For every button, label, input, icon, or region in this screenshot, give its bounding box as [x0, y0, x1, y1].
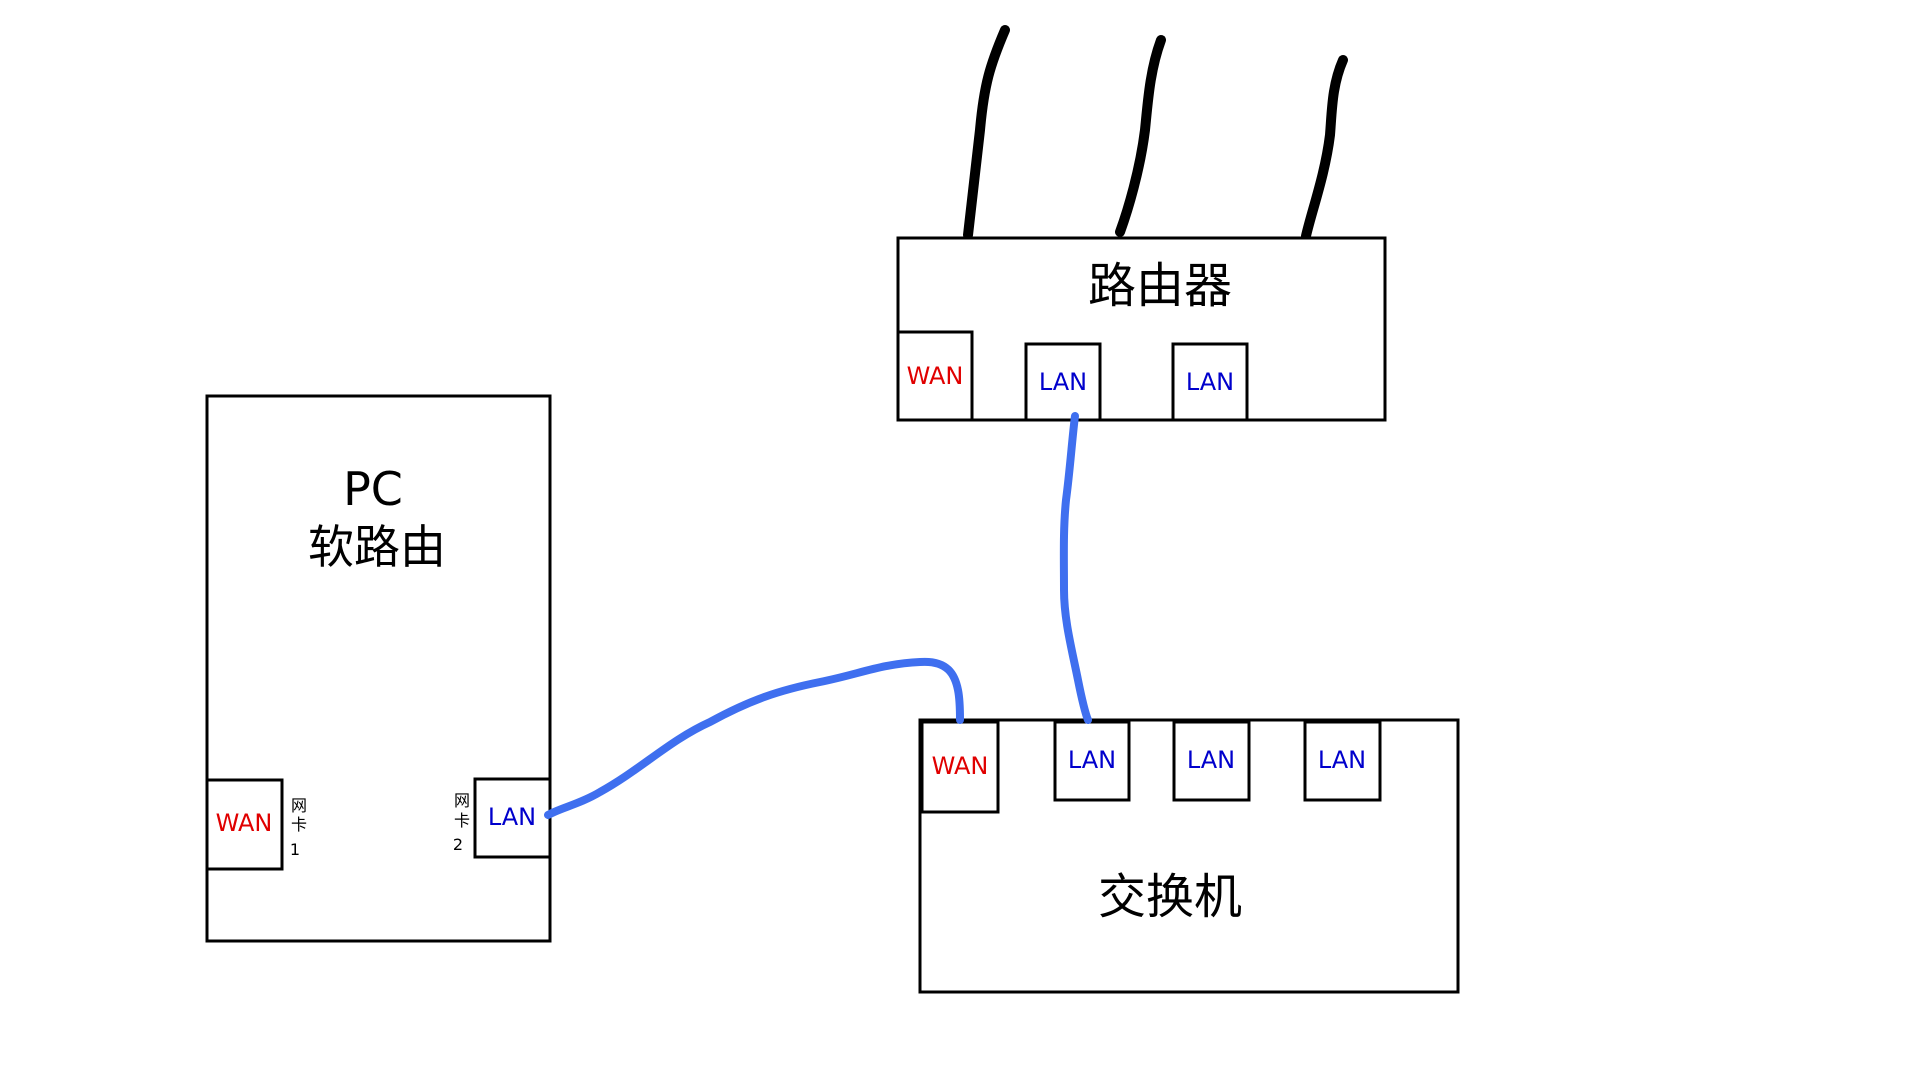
router-title: 路由器	[1088, 258, 1232, 314]
cable-router-lan-to-switch-lan	[1059, 412, 1092, 724]
pc-title: PC	[343, 462, 403, 516]
cables	[544, 412, 1092, 819]
pc-nic2-char-2: 卡	[454, 811, 470, 830]
switch: 交换机 WAN LAN LAN LAN	[918, 718, 1460, 994]
pc-nic2-char-3: 2	[453, 835, 463, 854]
pc-nic1-char-2: 卡	[291, 815, 307, 834]
pc-wan-port	[205, 778, 284, 871]
pc-nic1-char-1: 网	[291, 796, 307, 815]
pc-subtitle: 软路由	[308, 520, 446, 574]
pc-soft-router: PC 软路由 WAN 网 卡 1 LAN 网 卡 2	[205, 394, 552, 943]
router-lan-label-2: LAN	[1186, 368, 1234, 396]
switch-lan-port-1	[1053, 720, 1131, 802]
pc-nic2-label: 网 卡 2	[453, 791, 470, 854]
switch-lan-label-3: LAN	[1318, 746, 1366, 774]
router-lan-label-1: LAN	[1039, 368, 1087, 396]
router-lan-port-1	[1024, 342, 1102, 422]
antenna-right	[1301, 55, 1348, 241]
switch-lan-label-1: LAN	[1068, 746, 1116, 774]
router-lan-port-2	[1171, 342, 1249, 422]
pc-lan-port	[473, 777, 552, 859]
router: 路由器 WAN LAN LAN	[896, 236, 1387, 422]
pc-nic2-char-1: 网	[454, 791, 470, 810]
switch-title: 交换机	[1098, 869, 1242, 925]
router-antennas	[963, 25, 1348, 241]
switch-lan-port-3	[1303, 720, 1382, 802]
switch-lan-label-2: LAN	[1187, 746, 1235, 774]
antenna-left	[963, 25, 1010, 240]
switch-lan-port-2	[1172, 720, 1251, 802]
router-wan-port	[896, 330, 974, 422]
router-wan-label: WAN	[907, 362, 964, 390]
cable-pc-lan-to-switch-wan	[544, 657, 964, 819]
pc-nic1-char-3: 1	[290, 840, 300, 859]
switch-wan-label: WAN	[932, 752, 989, 780]
pc-lan-label: LAN	[488, 803, 536, 831]
pc-nic1-label: 网 卡 1	[290, 796, 307, 859]
router-body	[896, 236, 1387, 422]
antenna-middle	[1115, 35, 1166, 237]
pc-wan-label: WAN	[216, 809, 273, 837]
